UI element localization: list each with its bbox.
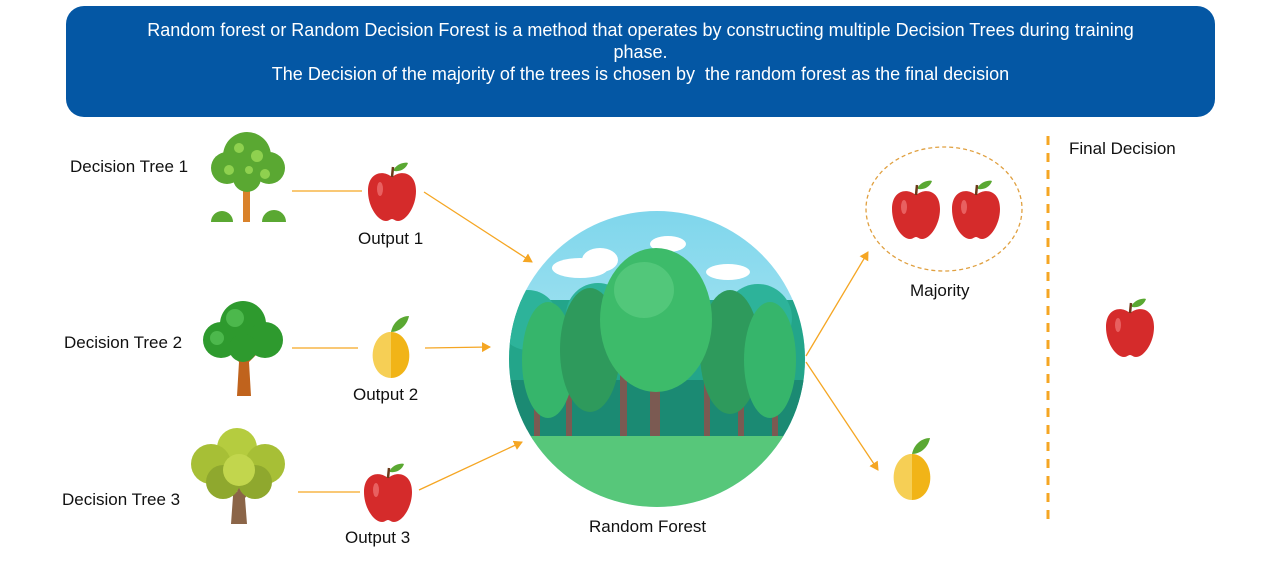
tree-3-label: Decision Tree 3 [62,490,181,509]
random-forest-label: Random Forest [589,517,707,536]
output-2-mango-icon [372,316,410,378]
description-banner: Random forest or Random Decision Forest … [66,6,1215,117]
majority-apple-icon [892,180,940,239]
majority-label: Majority [910,281,970,300]
banner-line-2: The Decision of the majority of the tree… [271,64,1010,84]
majority-apple-icon [952,180,1000,239]
output-2-label: Output 2 [353,385,419,404]
output1-to-forest-arrow [423,191,533,263]
output-3-label: Output 3 [345,528,411,547]
tree-2-label: Decision Tree 2 [64,333,183,352]
majority-dashed-circle [865,146,1023,272]
final-decision-apple-icon [1106,298,1154,357]
output3-to-forest-arrow [418,440,523,491]
output-3-apple-icon [364,463,412,522]
decision-tree-3-icon [191,428,285,524]
banner-line-1: Random forest or Random Decision Forest … [147,20,1139,62]
output2-to-forest-arrow [424,342,491,353]
decision-tree-1-icon [211,132,286,222]
minority-mango-icon [893,438,931,500]
random-forest-icon [509,211,805,507]
decision-tree-2-icon [203,301,283,396]
final-decision-label: Final Decision [1069,139,1176,158]
output-1-apple-icon [368,162,416,221]
forest-to-majority-arrow [805,251,869,357]
forest-to-mango-arrow [805,361,879,471]
tree-1-label: Decision Tree 1 [70,157,189,176]
output-1-label: Output 1 [358,229,424,248]
